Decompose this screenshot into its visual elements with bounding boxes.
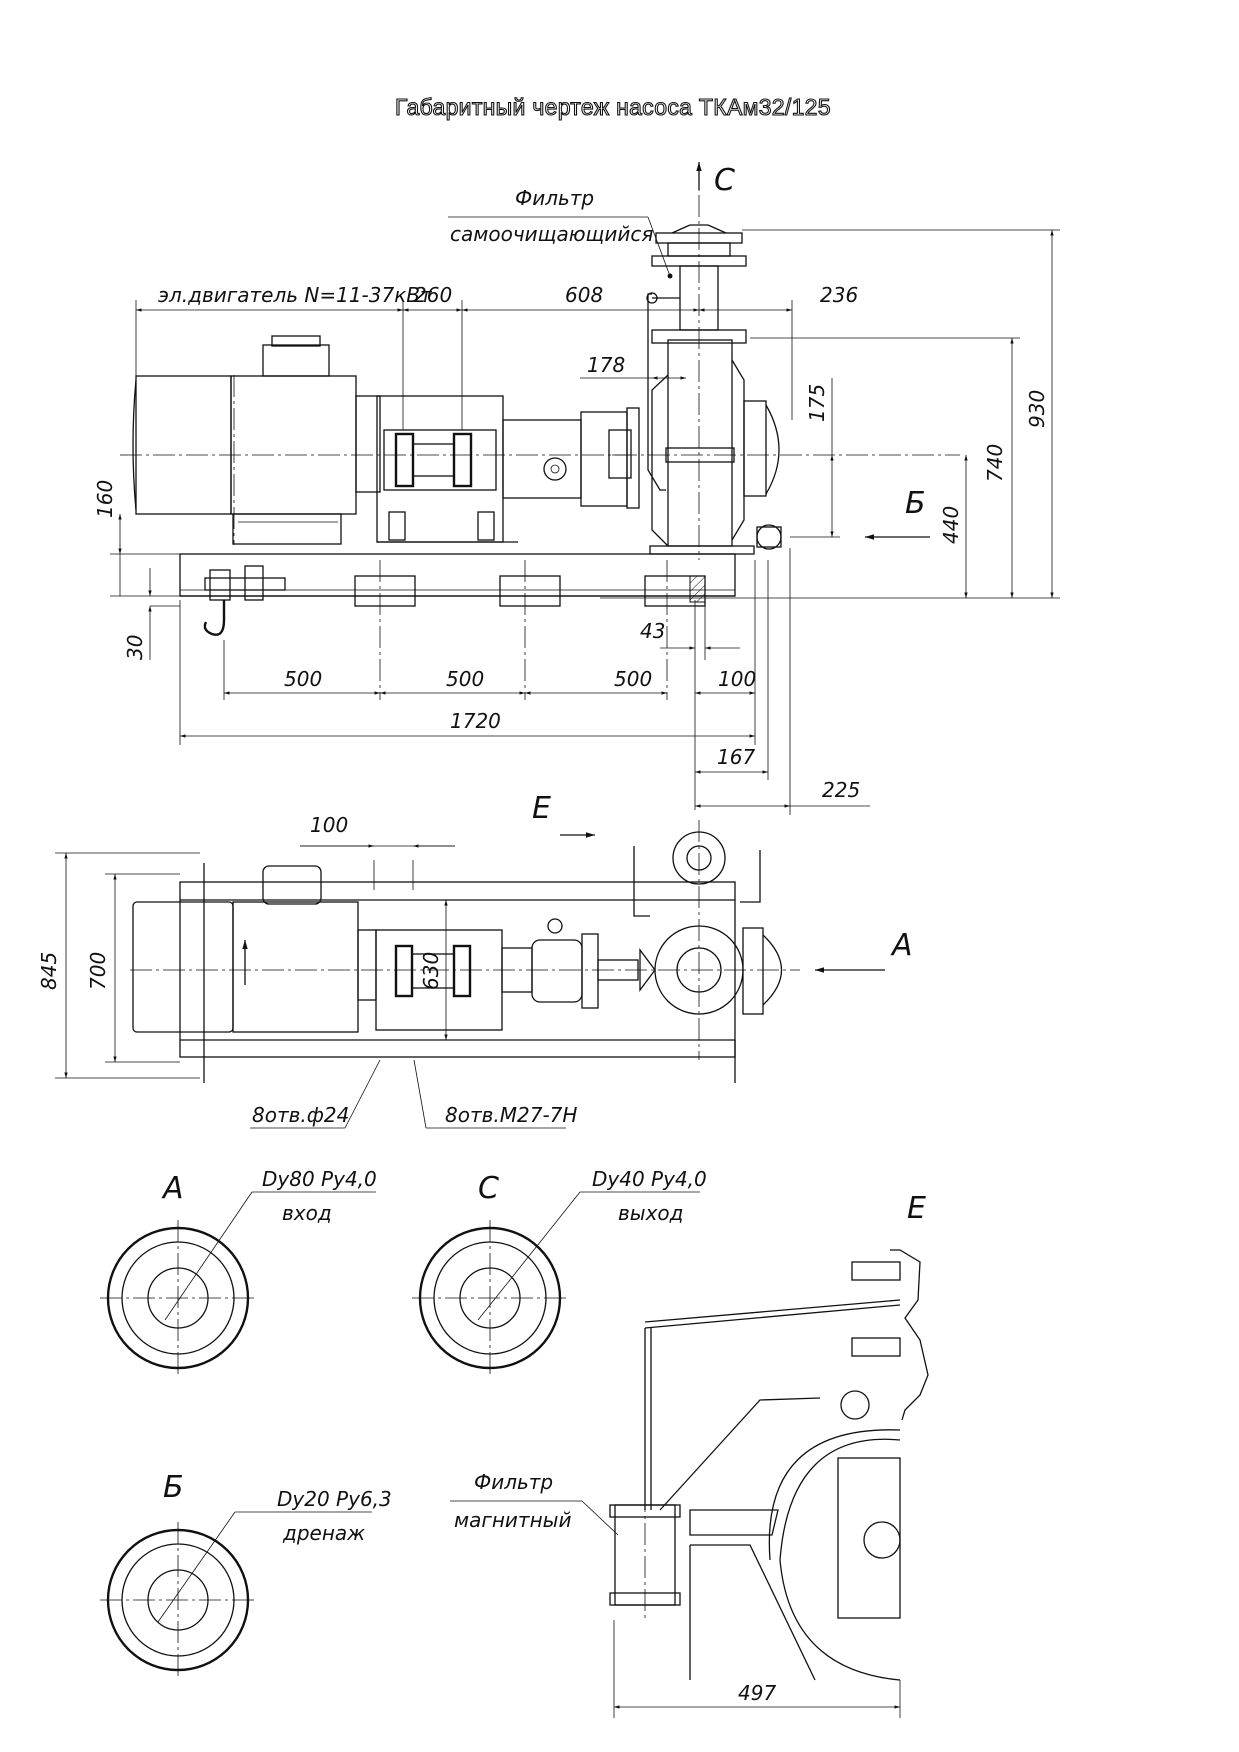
base-frame	[179, 553, 736, 607]
dim-100: 100	[718, 667, 756, 691]
dim-930: 930	[1025, 390, 1049, 428]
bearing-housing	[502, 407, 640, 509]
holes-label-b: 8отв.М27-7Н	[445, 1103, 577, 1127]
plan-dim-700: 700	[86, 952, 110, 990]
dim-225: 225	[822, 778, 860, 802]
plan-dim-100: 100	[310, 813, 348, 837]
dim-500-b: 500	[446, 667, 484, 691]
holes-label-a: 8отв.ф24	[252, 1103, 349, 1127]
dim-43: 43	[640, 619, 665, 643]
self-filter-label-line2: самоочищающийся	[450, 222, 653, 246]
coupling-guard	[376, 395, 518, 543]
dim-167: 167	[717, 745, 755, 769]
view-e-marker: Е	[532, 791, 551, 826]
flange-c-spec: Dy40 Py4,0	[592, 1167, 707, 1191]
flange-a-role: вход	[282, 1201, 332, 1225]
front-elevation-view: С Б Фильтр самоочищающийся эл.двигатель …	[93, 162, 1060, 815]
detail-view-e: Е Фильтр магнитный 497	[450, 1191, 929, 1718]
self-filter-label-line1: Фильтр	[515, 186, 594, 210]
dim-608: 608	[565, 283, 603, 307]
electric-motor	[132, 335, 381, 545]
flange-view-a: А Dy80 Py4,0 вход	[100, 1167, 377, 1376]
view-c-marker: С	[714, 163, 735, 198]
self-cleaning-filter	[646, 224, 747, 491]
view-e-letter: Е	[907, 1191, 926, 1226]
flange-c-role: выход	[618, 1201, 683, 1225]
view-b-marker: Б	[905, 486, 926, 521]
mag-filter-label-line1: Фильтр	[474, 1470, 553, 1494]
flange-b-letter: Б	[163, 1470, 184, 1505]
dim-30: 30	[123, 635, 147, 660]
dim-260: 260	[414, 283, 452, 307]
plan-view: А Е 100 630 845 700 8отв.ф24 8отв.М27-7Н	[37, 791, 913, 1129]
lifting-hook	[203, 600, 226, 636]
drawing-title: Габаритный чертеж насоса ТКАм32/125	[394, 93, 831, 120]
flange-view-b: Б Dy20 Py6,3 дренаж	[100, 1470, 392, 1678]
view-e-dim-497: 497	[738, 1681, 776, 1705]
mag-filter-label-line2: магнитный	[454, 1508, 571, 1532]
dim-1720: 1720	[450, 709, 501, 733]
dim-440: 440	[939, 506, 963, 544]
flange-a-letter: А	[161, 1171, 184, 1206]
dim-175: 175	[805, 384, 829, 422]
plan-dim-845: 845	[37, 952, 61, 990]
pump-casing	[649, 339, 782, 555]
flange-c-letter: С	[478, 1171, 499, 1206]
flange-b-spec: Dy20 Py6,3	[277, 1487, 392, 1511]
dim-500-a: 500	[284, 667, 322, 691]
dim-160: 160	[93, 480, 117, 518]
dim-740: 740	[983, 444, 1007, 482]
motor-label: эл.двигатель N=11-37кВт	[158, 283, 433, 307]
plan-dim-630: 630	[419, 952, 443, 990]
dim-500-c: 500	[614, 667, 652, 691]
flange-b-role: дренаж	[282, 1521, 365, 1545]
flange-a-spec: Dy80 Py4,0	[262, 1167, 377, 1191]
flange-view-c: С Dy40 Py4,0 выход	[412, 1167, 707, 1376]
dim-178: 178	[587, 353, 625, 377]
dim-236: 236	[820, 283, 858, 307]
view-a-marker: А	[890, 928, 913, 963]
